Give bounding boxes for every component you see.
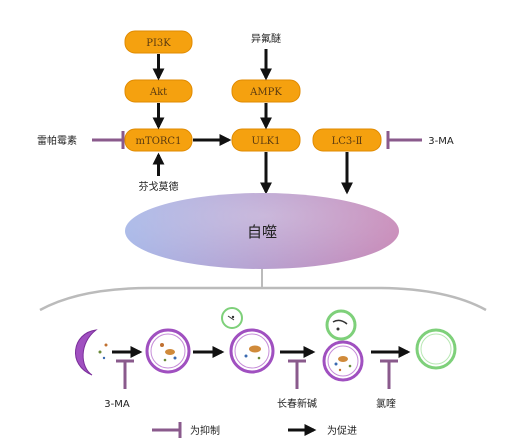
label-rapamycin: 雷帕霉素 (37, 134, 77, 147)
autophagosome-1 (145, 328, 191, 374)
label-vinblastine: 长春新碱 (277, 397, 317, 410)
node-lc3-label: LC3-Ⅱ (332, 136, 363, 147)
inhibit-chloroquine (380, 359, 398, 389)
label-isoflurane: 异氟醚 (251, 32, 281, 45)
inhibit-3ma-lc3 (386, 131, 422, 149)
node-ampk: AMPK (231, 79, 301, 103)
autophagy-ellipse (125, 193, 399, 269)
legend-promote-label: 为促进 (327, 424, 357, 437)
node-mtorc1-label: mTORC1 (136, 136, 182, 147)
node-ulk1-label: ULK1 (252, 136, 281, 147)
node-akt: Akt (124, 79, 193, 103)
node-lc3: LC3-Ⅱ (312, 128, 382, 152)
legend-promote: 为促进 (288, 424, 357, 437)
phagophore-crescent (75, 329, 108, 376)
label-3ma-top: 3-MA (428, 136, 454, 147)
label-3ma-bottom: 3-MA (104, 399, 130, 410)
legend-inhibit: 为抑制 (152, 422, 220, 438)
label-fingolimod: 芬戈莫德 (139, 180, 179, 193)
node-ulk1: ULK1 (231, 128, 301, 152)
node-akt-label: Akt (149, 87, 167, 98)
label-chloroquine: 氯喹 (376, 397, 396, 410)
inhibit-rapamycin-mtorc1 (92, 131, 125, 149)
node-mtorc1: mTORC1 (124, 128, 193, 152)
node-pi3k: PI3K (124, 30, 193, 54)
legend-inhibit-label: 为抑制 (190, 424, 220, 437)
node-pi3k-label: PI3K (146, 38, 171, 49)
label-autophagy: 自噬 (247, 223, 277, 241)
bracket-curve (39, 286, 487, 312)
node-ampk-label: AMPK (249, 87, 282, 98)
inhibit-3ma-bottom (116, 359, 134, 389)
lysosome-large (415, 328, 457, 370)
autolysosome (322, 309, 364, 382)
lysosome-small (221, 307, 243, 329)
inhibit-vinblastine (288, 359, 306, 389)
autophagosome-2 (229, 328, 275, 374)
